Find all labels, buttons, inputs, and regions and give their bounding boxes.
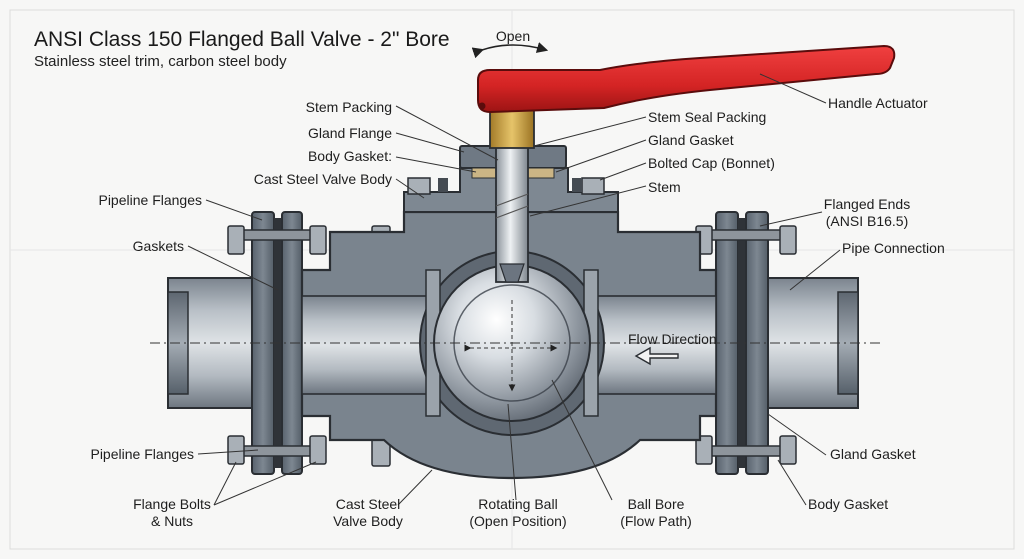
flange-bolts — [227, 225, 797, 467]
open-rotation-arrow — [471, 42, 549, 59]
label-flanged-ends-line1: Flanged Ends — [823, 196, 911, 212]
label-pipe-connection: Pipe Connection — [842, 240, 945, 256]
label-cast-steel-line1: Cast Steel — [335, 496, 401, 512]
label-body-gasket-left: Body Gasket: — [307, 148, 392, 164]
label-gaskets: Gaskets — [132, 238, 184, 254]
label-pipeline-flanges-bottom: Pipeline Flanges — [90, 446, 194, 462]
label-cast-steel-line2: Valve Body — [333, 513, 403, 529]
label-rotating-ball-line2: (Open Position) — [469, 513, 567, 529]
label-ball-bore: Ball Bore (Flow Path) — [608, 496, 704, 530]
label-stem-packing: Stem Packing — [305, 99, 392, 115]
label-cast-steel-valve-body-bottom: Cast Steel Valve Body — [318, 496, 418, 530]
label-flanged-ends: Flanged Ends (ANSI B16.5) — [812, 196, 922, 230]
label-handle-actuator: Handle Actuator — [828, 95, 928, 111]
label-stem-seal-packing: Stem Seal Packing — [648, 109, 767, 125]
handle-actuator — [477, 44, 896, 114]
label-body-gasket-right: Body Gasket — [808, 496, 889, 512]
label-ball-bore-line1: Ball Bore — [627, 496, 685, 512]
flow-direction-label: Flow Direction — [628, 331, 717, 347]
leader-lines — [187, 73, 841, 506]
label-rotating-ball: Rotating Ball (Open Position) — [456, 496, 580, 530]
label-flange-bolts-line1: Flange Bolts — [133, 496, 211, 512]
page-subtitle: Stainless steel trim, carbon steel body — [34, 53, 287, 70]
label-gland-flange: Gland Flange — [307, 125, 392, 141]
label-rotating-ball-line1: Rotating Ball — [478, 496, 558, 512]
page-title: ANSI Class 150 Flanged Ball Valve - 2" B… — [34, 28, 450, 51]
label-stem: Stem — [648, 179, 681, 195]
label-flanged-ends-line2: (ANSI B16.5) — [825, 213, 909, 229]
label-flange-bolts-line2: & Nuts — [150, 513, 193, 529]
label-gland-gasket-bottom: Gland Gasket — [830, 446, 916, 462]
label-ball-bore-line2: (Flow Path) — [620, 513, 692, 529]
label-bolted-cap: Bolted Cap (Bonnet) — [648, 155, 775, 171]
label-cast-steel-valve-body-top: Cast Steel Valve Body — [253, 171, 392, 187]
label-pipeline-flanges-top: Pipeline Flanges — [98, 192, 202, 208]
label-flange-bolts: Flange Bolts & Nuts — [122, 496, 222, 530]
open-label: Open — [495, 28, 531, 44]
stem — [495, 143, 529, 283]
label-gland-gasket-top: Gland Gasket — [648, 132, 734, 148]
flow-direction-arrow — [634, 346, 679, 366]
right-pipeline-flanges — [715, 211, 769, 475]
